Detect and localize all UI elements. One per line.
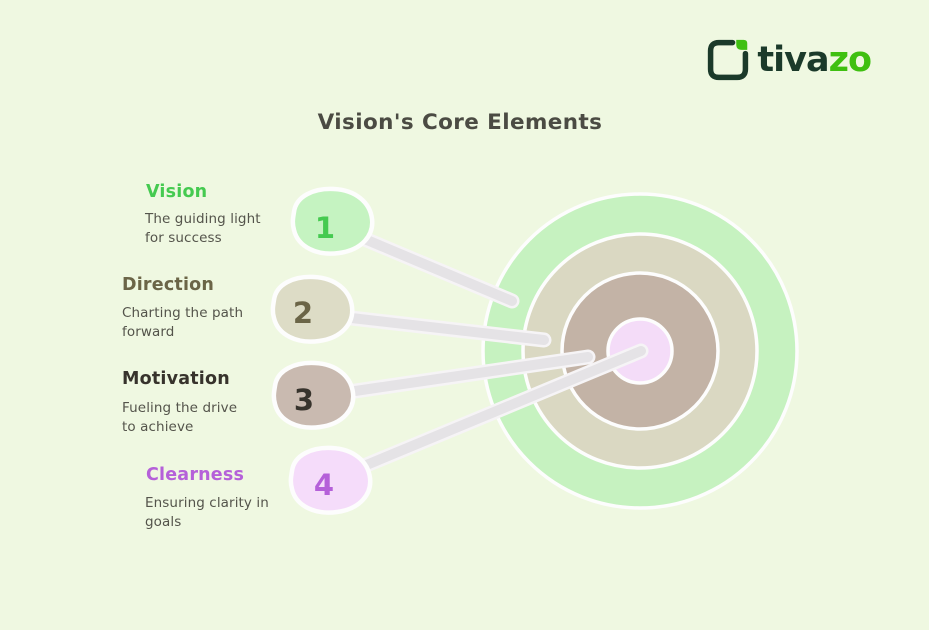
badge-blob-1: 1 bbox=[290, 186, 375, 256]
logo-check-mark bbox=[736, 39, 748, 50]
item-description-direction: Charting the path forward bbox=[122, 305, 244, 341]
item-label-direction: Direction bbox=[122, 275, 215, 295]
item-description-clearness: Ensuring clarity in goals bbox=[145, 495, 269, 531]
connector-line-vision bbox=[343, 227, 517, 306]
connector-line-direction bbox=[320, 310, 549, 345]
item-description-motivation: Fueling the drive to achieve bbox=[122, 400, 238, 436]
badge-number-3: 3 bbox=[294, 383, 314, 417]
logo-frame bbox=[708, 39, 749, 81]
page-title: Vision's Core Elements bbox=[317, 110, 603, 135]
badge-number-1: 1 bbox=[315, 211, 335, 245]
badge-number-4: 4 bbox=[314, 468, 334, 502]
number-badges: 1 2 3 4 bbox=[270, 186, 375, 515]
brand-name-accent: zo bbox=[828, 39, 872, 80]
badge-blob-3: 3 bbox=[271, 360, 356, 430]
tivazo-mark-icon bbox=[708, 39, 749, 81]
badge-number-2: 2 bbox=[293, 296, 313, 330]
badge-blob-2: 2 bbox=[270, 274, 355, 344]
connector-line-clearness bbox=[335, 346, 646, 481]
badge-blob-4: 4 bbox=[288, 445, 373, 515]
item-label-motivation: Motivation bbox=[122, 369, 230, 389]
item-description-vision: The guiding light for success bbox=[145, 211, 261, 247]
item-label-clearness: Clearness bbox=[146, 465, 245, 485]
item-label-vision: Vision bbox=[146, 182, 208, 202]
connector-lines bbox=[317, 224, 649, 484]
brand-name-dark: tiva bbox=[757, 39, 829, 80]
connector-line-motivation bbox=[323, 352, 593, 400]
